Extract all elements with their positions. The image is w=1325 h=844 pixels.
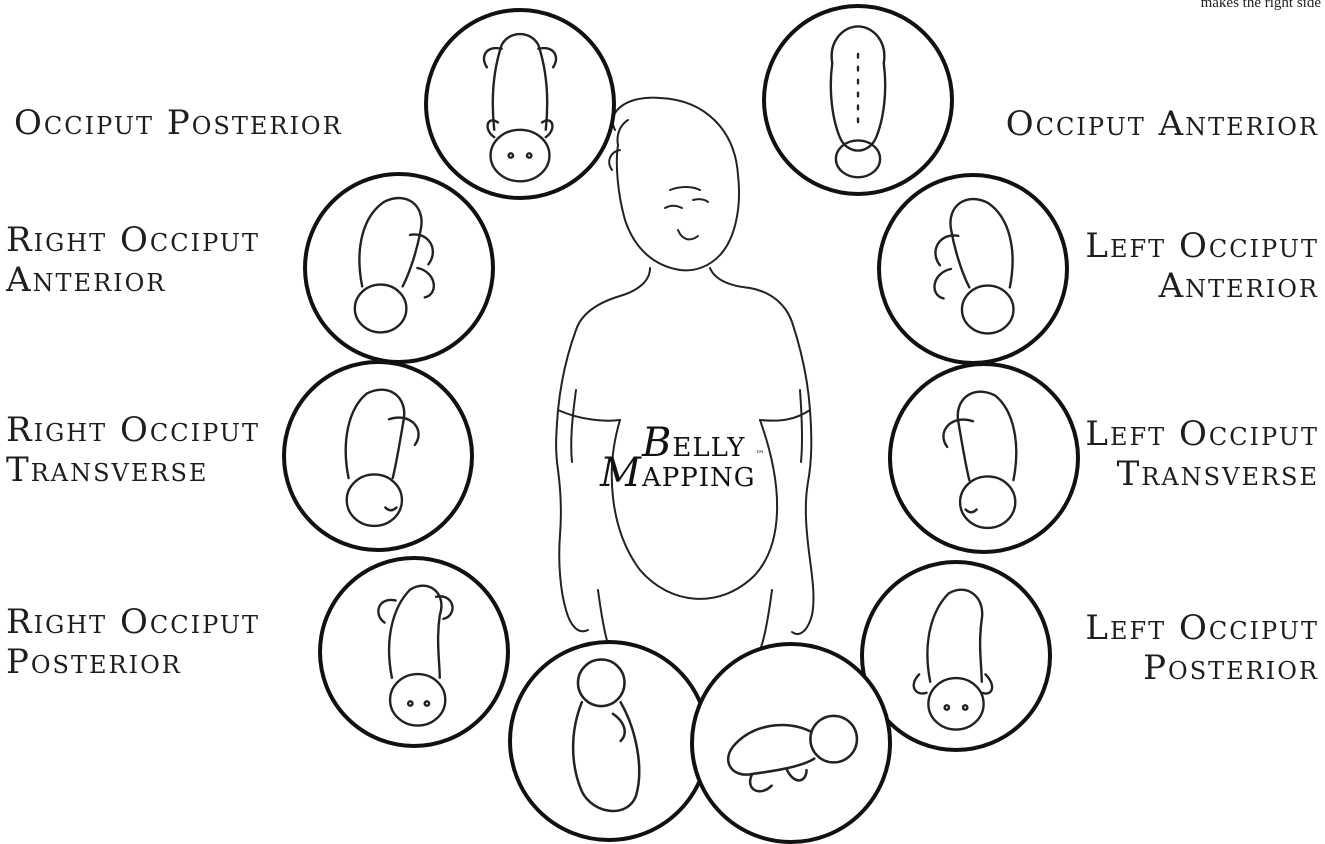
- baby-circle-bottom-left: [508, 640, 710, 842]
- label-right-occiput-anterior: Right OcciputAnterior: [6, 220, 260, 300]
- baby-circle-occiput-anterior: [762, 4, 954, 196]
- baby-circle-right-occiput-anterior: [303, 172, 495, 364]
- label-right-occiput-transverse: Right OcciputTransverse: [6, 410, 260, 490]
- baby-oa-icon: [766, 8, 950, 192]
- baby-loa-icon: [881, 177, 1065, 361]
- label-left-occiput-anterior: Left OcciputAnterior: [1085, 226, 1319, 306]
- baby-roa-icon: [307, 176, 491, 360]
- baby-rot-icon: [286, 364, 470, 548]
- baby-circle-right-occiput-transverse: [282, 360, 474, 552]
- baby-circle-occiput-posterior: [424, 8, 616, 200]
- baby-circle-left-occiput-transverse: [888, 362, 1080, 554]
- baby-circle-left-occiput-anterior: [877, 173, 1069, 365]
- baby-op-icon: [428, 12, 612, 196]
- label-right-occiput-posterior: Right OcciputPosterior: [6, 602, 260, 682]
- baby-bottom-right-icon: [694, 646, 888, 840]
- baby-bottom-left-icon: [512, 644, 706, 838]
- baby-circle-bottom-right: [690, 642, 892, 844]
- label-occiput-posterior: Occiput Posterior: [14, 103, 343, 143]
- belly-mapping-logo: BELLY MAPPING™: [594, 420, 814, 490]
- logo-letter-m: M: [600, 450, 642, 496]
- logo-trademark: ™: [756, 450, 766, 460]
- label-left-occiput-transverse: Left OcciputTransverse: [1085, 414, 1319, 494]
- corner-note: makes the right side: [1201, 0, 1321, 12]
- baby-lot-icon: [892, 366, 1076, 550]
- baby-circle-right-occiput-posterior: [318, 556, 510, 748]
- label-occiput-anterior: Occiput Anterior: [1006, 104, 1319, 144]
- baby-rop-icon: [322, 560, 506, 744]
- logo-text-apping: APPING: [642, 463, 756, 493]
- baby-lop-icon: [864, 564, 1048, 748]
- label-left-occiput-posterior: Left OcciputPosterior: [1085, 608, 1319, 688]
